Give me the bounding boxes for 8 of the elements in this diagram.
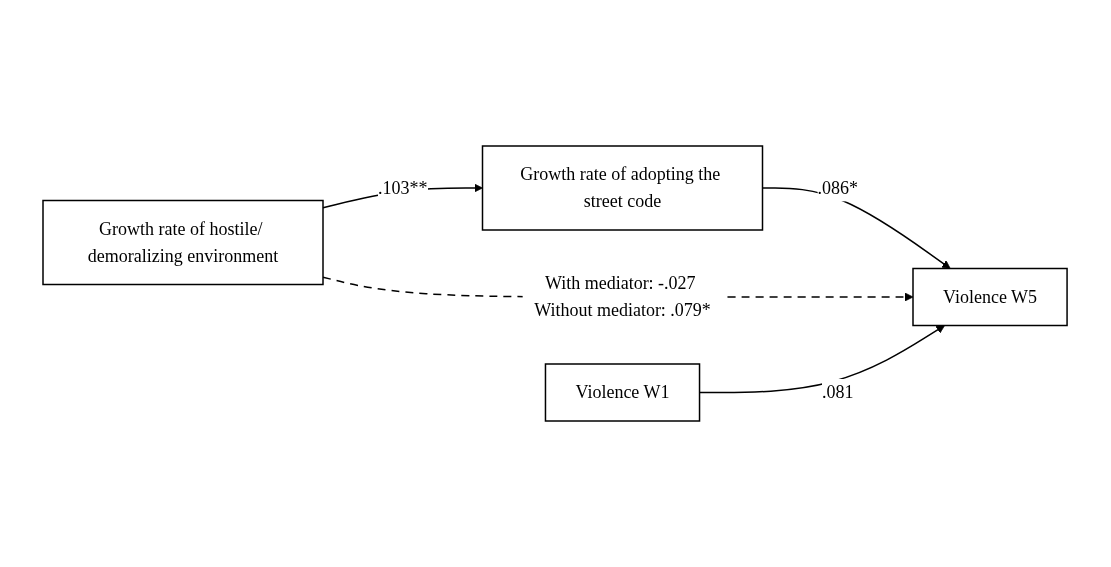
edge-label: .103** xyxy=(378,177,428,198)
edge-label: With mediator: -.027 Without mediator: .079* xyxy=(534,273,712,320)
edge-label: .081 xyxy=(822,382,854,402)
node-box: Violence W5 xyxy=(912,267,1069,327)
node-box: Growth rate of adopting the street code xyxy=(482,145,764,231)
node-box: Violence W1 xyxy=(545,363,701,422)
edge-label: .086* xyxy=(817,177,859,198)
node-box: Growth rate of hostile/ demoralizing environment xyxy=(42,199,325,286)
